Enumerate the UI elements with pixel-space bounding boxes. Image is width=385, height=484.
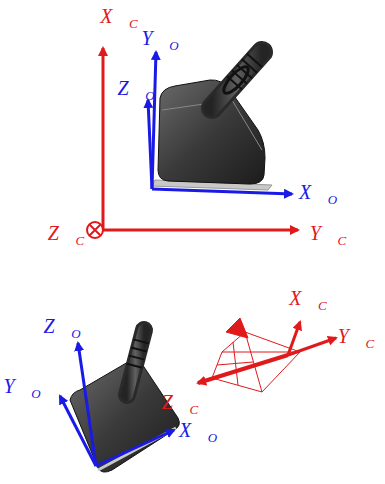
axis-label: X⃗C — [289, 288, 326, 308]
object-frame-bottom — [60, 343, 174, 466]
object-frame-top — [148, 52, 292, 194]
nozzle-top — [152, 52, 272, 190]
axis-label: Y⃗C — [338, 326, 374, 346]
axis-label: Z⃗C — [162, 392, 198, 412]
axis-label: Z⃗O — [43, 316, 80, 336]
axis-label: X⃗O — [299, 182, 337, 202]
axis-label: Z⃗C — [48, 223, 84, 243]
camera-frame-bottom — [198, 322, 336, 383]
axis-label: X⃗C — [100, 6, 137, 26]
axis-label: Y⃗C — [310, 223, 346, 243]
axis-label: Z⃗O — [117, 78, 154, 98]
camera-frame-top — [87, 48, 298, 238]
axis-label: Y⃗O — [141, 28, 178, 48]
axis-label: Y⃗O — [3, 376, 40, 396]
axis-label: X⃗O — [179, 420, 217, 440]
